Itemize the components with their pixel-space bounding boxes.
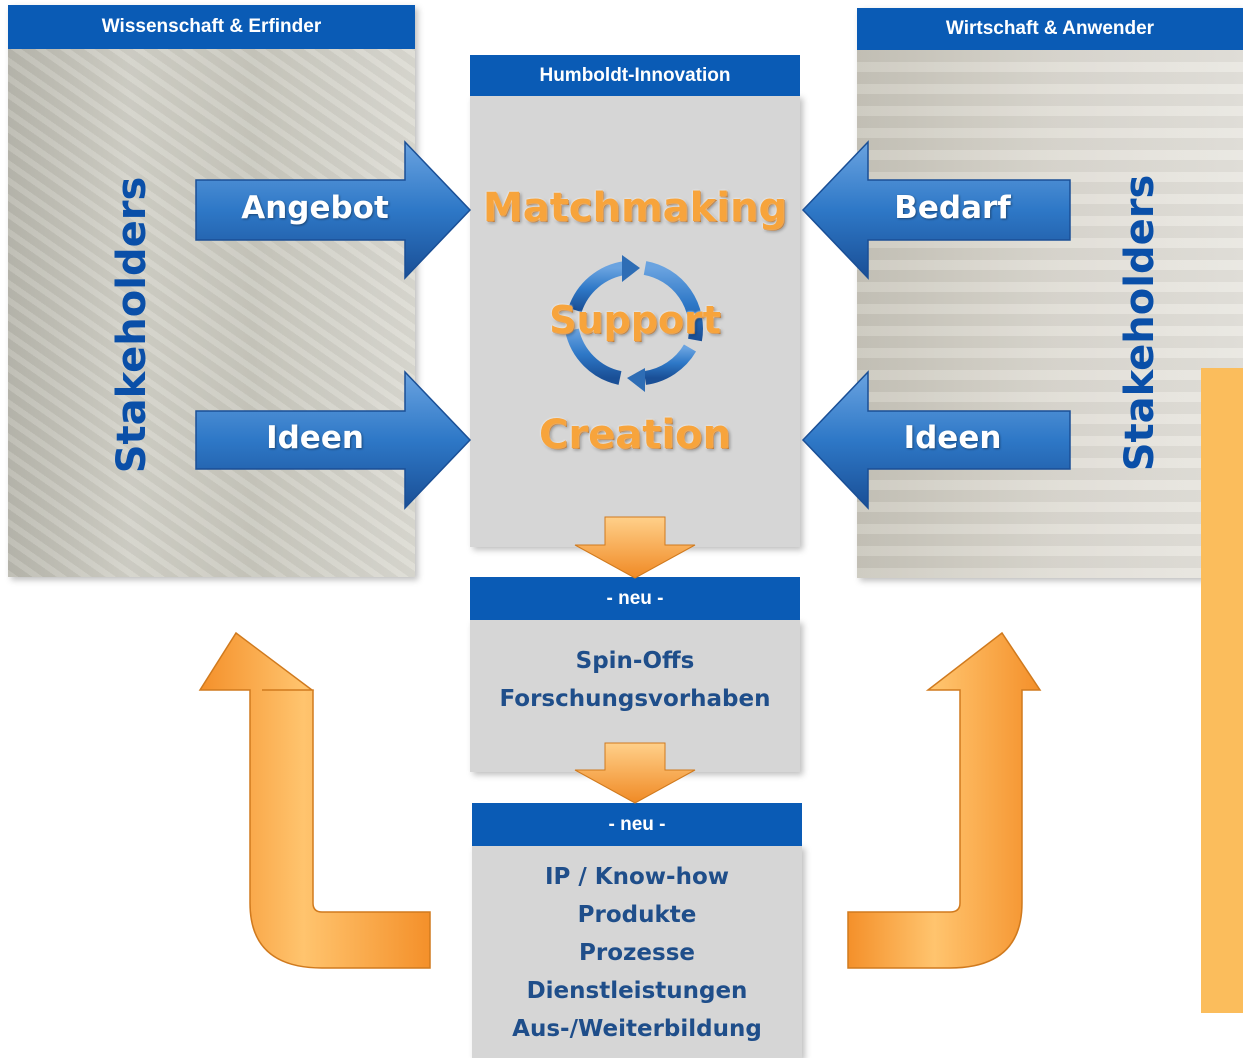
support-cycle-icon: [565, 261, 703, 385]
down-arrow-2: [574, 742, 696, 804]
right-header: Wirtschaft & Anwender: [857, 8, 1243, 50]
new-box-2: [472, 845, 802, 1058]
box2-header: - neu -: [472, 803, 802, 846]
ideen-right-label: Ideen: [903, 420, 1002, 456]
arrow-angebot: [195, 140, 472, 280]
arrow-ideen-left: [195, 370, 472, 510]
down-arrow-1: [574, 516, 696, 579]
box1-header: - neu -: [470, 577, 800, 620]
center-header: Humboldt-Innovation: [470, 55, 800, 96]
arrow-ideen-right: [801, 370, 1071, 510]
box1-item-1: Spin-Offs: [575, 648, 695, 674]
bedarf-label: Bedarf: [894, 190, 1011, 226]
center-process-box: [470, 95, 800, 547]
matchmaking-word: Matchmaking: [482, 185, 788, 231]
box2-item-4: Dienstleistungen: [526, 978, 748, 1004]
box2-item-1: IP / Know-how: [544, 864, 730, 890]
left-stakeholder-panel: [8, 5, 415, 577]
support-word: Support: [549, 298, 721, 342]
arrow-bedarf: [801, 140, 1071, 280]
right-stakeholder-panel: [857, 8, 1243, 578]
box2-item-5: Aus-/Weiterbildung: [512, 1016, 762, 1042]
orange-side-bar: [1201, 368, 1243, 1013]
ideen-left-label: Ideen: [266, 420, 364, 456]
box1-item-2: Forschungsvorhaben: [499, 686, 771, 712]
creation-word: Creation: [539, 412, 731, 458]
orange-return-right: [847, 631, 1042, 969]
orange-return-left: [198, 631, 431, 969]
angebot-label: Angebot: [241, 190, 389, 226]
left-header: Wissenschaft & Erfinder: [8, 5, 415, 49]
box2-item-3: Prozesse: [579, 940, 695, 966]
box2-item-2: Produkte: [577, 902, 697, 928]
support-cycle-heads: [622, 255, 645, 392]
